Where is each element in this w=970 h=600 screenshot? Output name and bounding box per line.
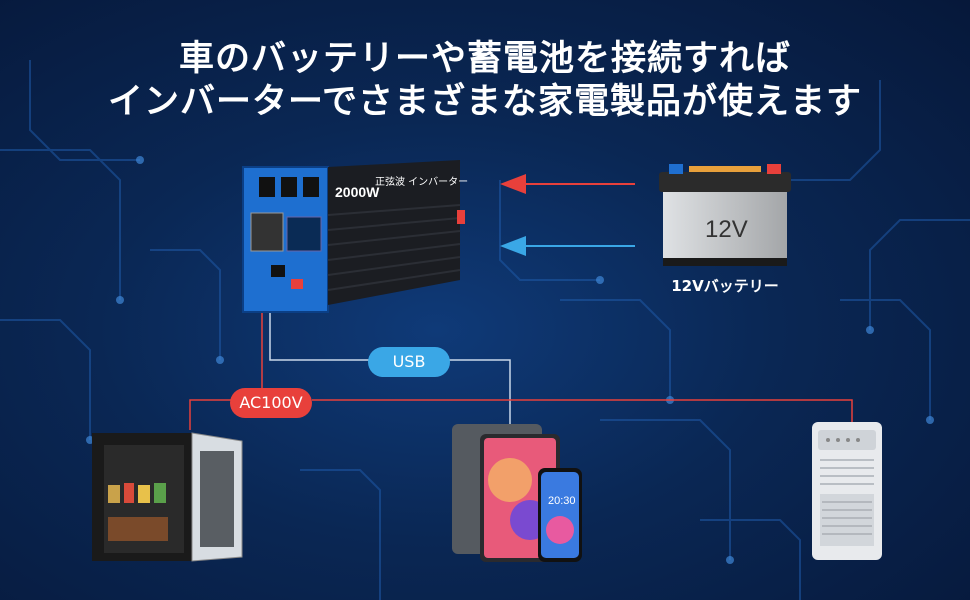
- inverter-wattage: 2000W: [335, 184, 380, 200]
- usb-label: USB: [368, 347, 450, 377]
- inverter-model-text: 正弦波 インバーター: [375, 175, 468, 188]
- tablet-phone-image: 20:30: [450, 420, 590, 574]
- inverter-image: 2000W 正弦波 インバーター: [235, 155, 470, 315]
- mini-fridge-image: [90, 425, 250, 569]
- battery-label: 12Vバッテリー: [671, 277, 779, 295]
- headline-line2: インバーターでさまざまな家電製品が使えます: [108, 82, 862, 122]
- arrow-left-blue-icon: [500, 236, 635, 256]
- phone-clock: 20:30: [548, 495, 576, 507]
- headline-line1: 車のバッテリーや蓄電池を接続すれば: [178, 39, 791, 79]
- arrow-left-red-icon: [500, 174, 635, 194]
- air-cooler-image: [808, 420, 888, 569]
- ac100v-label: AC100V: [230, 388, 312, 418]
- battery-voltage: 12V: [705, 216, 748, 243]
- battery-image: 12V: [655, 160, 795, 270]
